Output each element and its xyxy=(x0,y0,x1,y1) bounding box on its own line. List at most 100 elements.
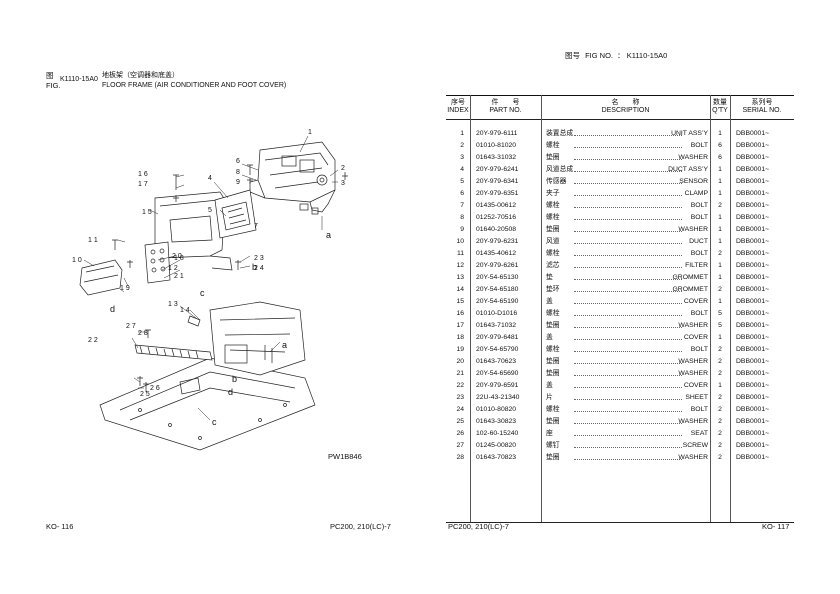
row-index: 5 xyxy=(460,178,464,185)
callout-27: 2 7 xyxy=(126,323,136,330)
row-desc-cn: 螺栓 xyxy=(546,214,560,221)
row-part-no: 20Y-54-65180 xyxy=(476,286,519,293)
row-serial: DBB0001~ xyxy=(736,334,770,341)
row-index: 15 xyxy=(456,298,464,305)
row-desc-en: BOLT xyxy=(690,346,708,353)
row-index: 14 xyxy=(456,286,464,293)
row-index: 2 xyxy=(460,142,464,149)
row-desc-cn: 螺栓 xyxy=(546,142,560,149)
leader-dots xyxy=(574,387,682,388)
row-qty: 2 xyxy=(718,346,722,353)
leader-dots xyxy=(574,459,682,460)
callout-25: 2 5 xyxy=(140,391,150,398)
foot-cover-drawing xyxy=(154,191,233,271)
row-desc-en: WASHER xyxy=(678,418,708,425)
left-footer-page: KO- 116 xyxy=(46,522,74,531)
row-serial: DBB0001~ xyxy=(736,250,770,257)
row-index: 1 xyxy=(460,130,464,137)
row-desc-en: WASHER xyxy=(678,322,708,329)
ref-b-bottom: b xyxy=(232,374,237,384)
ref-d-bottom: d xyxy=(228,387,233,397)
row-desc-en: SENSOR xyxy=(679,178,708,185)
header-part-no: 件 号 PART NO. xyxy=(470,99,541,115)
row-index: 28 xyxy=(456,454,464,461)
callout-13: 1 3 xyxy=(168,301,178,308)
row-serial: DBB0001~ xyxy=(736,430,770,437)
row-desc-en: GROMMET xyxy=(672,286,709,293)
row-part-no: 01643-71032 xyxy=(476,322,517,329)
row-qty: 1 xyxy=(718,298,722,305)
ref-a-bottom: a xyxy=(282,340,287,350)
leader-dots xyxy=(574,351,682,352)
row-desc-en: BOLT xyxy=(690,406,708,413)
leader-dots xyxy=(574,243,682,244)
leader-dots xyxy=(574,279,682,280)
callout-22: 2 2 xyxy=(88,337,98,344)
right-footer-model: PC200, 210(LC)-7 xyxy=(448,522,509,531)
row-part-no: 01252-70516 xyxy=(476,214,517,221)
row-serial: DBB0001~ xyxy=(736,370,770,377)
callout-12: 1 2 xyxy=(168,265,178,272)
header-part-en: PART NO. xyxy=(489,107,522,114)
fig-no-cn: 图号 xyxy=(565,51,580,60)
row-desc-cn: 螺栓 xyxy=(546,310,560,317)
callout-9: 9 xyxy=(236,179,240,186)
row-desc-en: COVER xyxy=(683,298,708,305)
row-desc-en: DUCT xyxy=(689,238,708,245)
row-desc-cn: 螺栓 xyxy=(546,346,560,353)
leader-dots xyxy=(574,303,682,304)
row-index: 11 xyxy=(456,250,464,257)
table-header-rule xyxy=(446,119,794,120)
row-serial: DBB0001~ xyxy=(736,214,770,221)
callout-17: 1 7 xyxy=(138,181,148,188)
row-qty: 2 xyxy=(718,370,722,377)
callout-8: 8 xyxy=(236,169,240,176)
table-bottom-rule xyxy=(446,522,794,523)
row-part-no: 01643-70623 xyxy=(476,358,517,365)
row-index: 12 xyxy=(456,262,464,269)
row-desc-cn: 垫圈 xyxy=(546,154,560,161)
header-index-en: INDEX xyxy=(447,107,469,114)
row-desc-en: SEAT xyxy=(690,430,708,437)
row-index: 26 xyxy=(456,430,464,437)
row-serial: DBB0001~ xyxy=(736,298,770,305)
header-part-cn: 件 号 xyxy=(491,99,520,106)
row-desc-cn: 片 xyxy=(546,394,553,401)
leader-dots xyxy=(574,339,682,340)
left-footer-model: PC200, 210(LC)-7 xyxy=(330,522,391,531)
callout-28: 2 8 xyxy=(138,330,148,337)
row-desc-en: GROMMET xyxy=(672,274,709,281)
row-index: 18 xyxy=(456,334,464,341)
row-qty: 1 xyxy=(718,130,722,137)
duct-assembly-drawing xyxy=(214,189,257,239)
row-part-no: 01643-31032 xyxy=(476,154,517,161)
figure-header: 图 FIG. K1110-15A0 地板架（空调器和底盖） FLOOR FRAM… xyxy=(46,71,366,91)
row-part-no: 01643-30823 xyxy=(476,418,517,425)
row-part-no: 20Y-979-6341 xyxy=(476,178,519,185)
row-desc-en: BOLT xyxy=(690,202,708,209)
row-qty: 5 xyxy=(718,310,722,317)
row-desc-cn: 螺栓 xyxy=(546,250,560,257)
row-desc-cn: 座 xyxy=(546,430,553,437)
callout-19: 1 9 xyxy=(120,285,130,292)
row-serial: DBB0001~ xyxy=(736,190,770,197)
row-desc-en: CLAMP xyxy=(684,190,708,197)
row-serial: DBB0001~ xyxy=(736,442,770,449)
leader-dots xyxy=(574,327,682,328)
row-desc-en: COVER xyxy=(683,334,708,341)
col-divider-3 xyxy=(710,95,711,522)
row-desc-cn: 垫环 xyxy=(546,286,560,293)
leader-dots xyxy=(574,375,682,376)
table-top-rule xyxy=(446,95,794,96)
callout-15: 1 5 xyxy=(142,209,152,216)
row-serial: DBB0001~ xyxy=(736,238,770,245)
